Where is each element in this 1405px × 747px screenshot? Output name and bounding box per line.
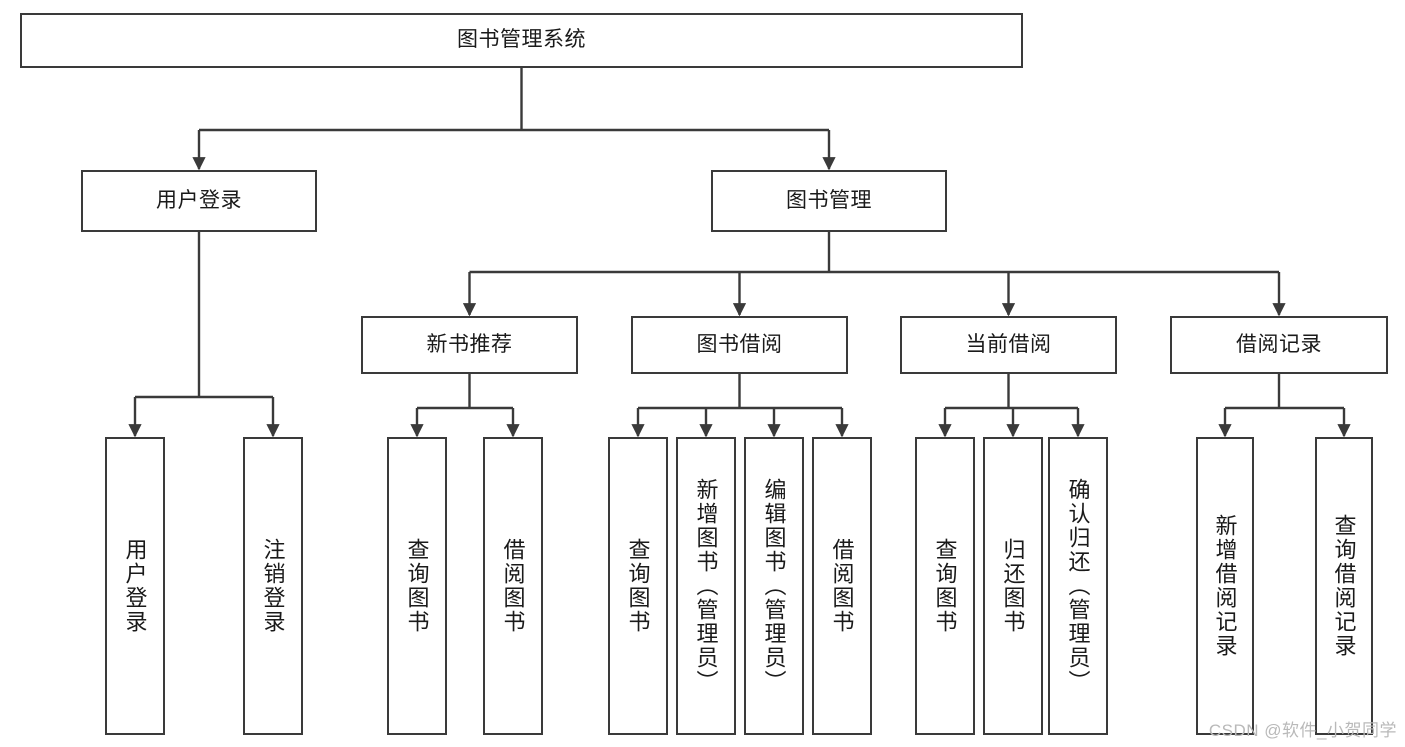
- node-label: 新增借阅记录: [1212, 514, 1238, 658]
- node-newbook[interactable]: 新书推荐: [361, 316, 578, 374]
- node-label: 借阅记录: [1236, 332, 1322, 356]
- node-label: 借阅图书: [829, 538, 855, 634]
- node-leaf1[interactable]: 用户登录: [105, 437, 165, 735]
- node-records[interactable]: 借阅记录: [1170, 316, 1388, 374]
- node-label: 查询借阅记录: [1331, 514, 1357, 658]
- node-label: 借阅图书: [500, 538, 526, 634]
- node-label: 用户登录: [156, 188, 242, 212]
- node-label: 编辑图书（管理员）: [761, 478, 787, 694]
- node-leaf2[interactable]: 注销登录: [243, 437, 303, 735]
- node-leaf13[interactable]: 查询借阅记录: [1315, 437, 1373, 735]
- node-leaf7[interactable]: 编辑图书（管理员）: [744, 437, 804, 735]
- node-label: 图书借阅: [696, 332, 783, 356]
- node-leaf6[interactable]: 新增图书（管理员）: [676, 437, 736, 735]
- node-label: 图书管理系统: [457, 28, 586, 52]
- node-leaf10[interactable]: 归还图书: [983, 437, 1043, 735]
- node-leaf5[interactable]: 查询图书: [608, 437, 668, 735]
- node-root[interactable]: 图书管理系统: [20, 13, 1023, 68]
- node-current[interactable]: 当前借阅: [900, 316, 1117, 374]
- node-leaf12[interactable]: 新增借阅记录: [1196, 437, 1254, 735]
- node-leaf4[interactable]: 借阅图书: [483, 437, 543, 735]
- node-label: 用户登录: [122, 538, 148, 634]
- node-leaf3[interactable]: 查询图书: [387, 437, 447, 735]
- node-borrow[interactable]: 图书借阅: [631, 316, 848, 374]
- node-leaf9[interactable]: 查询图书: [915, 437, 975, 735]
- node-label: 图书管理: [786, 188, 872, 212]
- watermark: CSDN @软件_小贺同学: [1208, 721, 1397, 740]
- node-leaf8[interactable]: 借阅图书: [812, 437, 872, 735]
- node-label: 注销登录: [260, 538, 286, 634]
- node-label: 当前借阅: [965, 332, 1052, 356]
- node-label: 归还图书: [1000, 538, 1026, 634]
- node-label: 新书推荐: [426, 332, 513, 356]
- node-label: 查询图书: [404, 538, 430, 634]
- node-login[interactable]: 用户登录: [81, 170, 317, 232]
- node-label: 查询图书: [625, 538, 651, 634]
- node-leaf11[interactable]: 确认归还（管理员）: [1048, 437, 1108, 735]
- node-label: 查询图书: [932, 538, 958, 634]
- node-label: 新增图书（管理员）: [693, 478, 719, 694]
- node-label: 确认归还（管理员）: [1065, 478, 1091, 694]
- node-bookmgmt[interactable]: 图书管理: [711, 170, 947, 232]
